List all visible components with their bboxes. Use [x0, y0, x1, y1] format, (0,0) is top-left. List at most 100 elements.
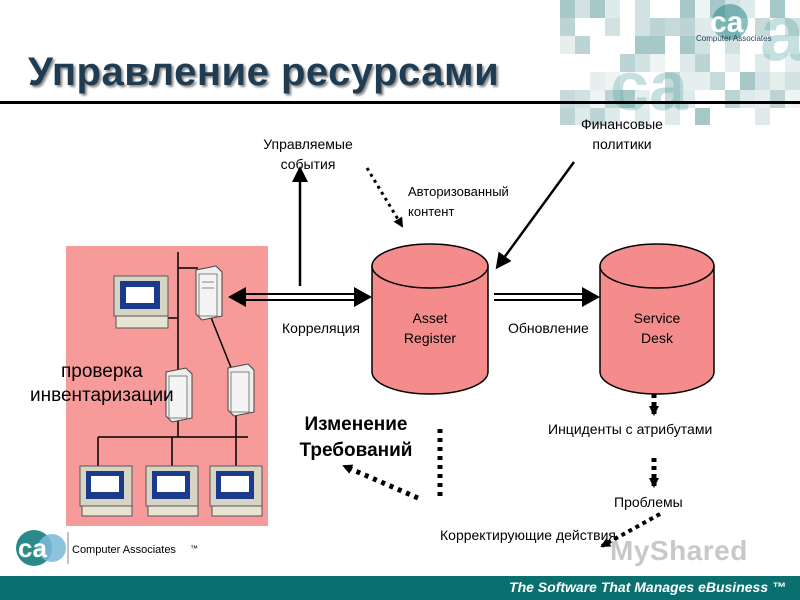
svg-text:ca: ca	[18, 533, 47, 563]
mosaic-tile	[620, 54, 635, 72]
incidents-label: Инциденты с атрибутами	[548, 421, 713, 437]
mosaic-tile	[755, 108, 770, 125]
asset-register-label: Register	[403, 330, 457, 346]
mosaic-tile	[575, 108, 590, 125]
mosaic-tile	[560, 0, 575, 18]
footer-bar: The Software That Manages eBusiness ™	[0, 576, 800, 600]
title-divider	[0, 101, 800, 104]
mosaic-tile	[590, 72, 605, 90]
service-desk-cylinder	[599, 243, 715, 395]
managed-events-label: Управляемые	[263, 136, 353, 152]
mosaic-tile	[665, 108, 680, 125]
authorized-content-label: Авторизованный	[408, 184, 509, 199]
inventory-check-label: инвентаризации	[30, 385, 174, 406]
ca-logo-bottom: ca Computer Associates ™	[16, 530, 198, 566]
mosaic-tile	[635, 18, 650, 36]
mosaic-tile	[605, 18, 620, 36]
mosaic-tile	[560, 18, 575, 36]
financial-policies-label: политики	[592, 136, 652, 152]
financial-policies-label: Финансовые	[581, 116, 663, 132]
mosaic-tile	[590, 0, 605, 18]
corrective-actions-label: Корректирующие действия	[440, 527, 616, 543]
change-requirements-label: Изменение	[304, 414, 408, 435]
update-label: Обновление	[508, 320, 589, 336]
mosaic-tile	[680, 54, 695, 72]
mosaic-tile	[755, 18, 770, 36]
managed-events-label: события	[280, 156, 336, 172]
mosaic-tile	[605, 72, 620, 90]
mosaic-tile	[590, 108, 605, 125]
mosaic-tile	[785, 18, 800, 36]
mosaic-tile	[725, 54, 740, 72]
mosaic-tile	[710, 72, 725, 90]
asset-register-cylinder	[371, 243, 489, 395]
bottom-brand-trademark: ™	[190, 544, 198, 553]
mosaic-tile	[635, 108, 650, 125]
mosaic-tile	[665, 18, 680, 36]
authorized-content-label: контент	[408, 204, 455, 219]
problems-label: Проблемы	[614, 494, 683, 510]
workstation-icon	[145, 465, 199, 517]
authorized-content-arrow	[365, 167, 404, 228]
workstation-icon	[209, 465, 263, 517]
service-desk-label: Service	[633, 310, 681, 326]
mosaic-tile	[755, 72, 770, 90]
correlation-arrow	[228, 287, 372, 307]
mosaic-tile	[695, 18, 710, 36]
header-mosaic-decoration	[560, 0, 800, 125]
mosaic-tile	[635, 36, 650, 54]
server-icon	[227, 363, 255, 417]
svg-text:ca: ca	[610, 47, 689, 120]
mosaic-tile	[695, 36, 710, 54]
svg-text:a: a	[760, 0, 800, 77]
correlation-label: Корреляция	[282, 320, 361, 336]
footer-tagline: The Software That Manages eBusiness ™	[509, 579, 786, 595]
mosaic-tile	[575, 0, 590, 18]
mosaic-tile	[650, 18, 665, 36]
problems-to-corrective-arrow	[600, 512, 661, 548]
service-desk-label: Desk	[641, 330, 673, 346]
financial-policies-arrow	[495, 161, 576, 270]
mosaic-tile	[770, 0, 785, 18]
mosaic-tile	[785, 54, 800, 72]
mosaic-tile	[740, 72, 755, 90]
mosaic-tile	[755, 54, 770, 72]
mosaic-tile	[680, 0, 695, 18]
mosaic-tile	[770, 72, 785, 90]
mosaic-tile	[605, 108, 620, 125]
mosaic-tile	[635, 54, 650, 72]
inventory-check-label: проверка	[60, 361, 143, 382]
server-icon	[165, 367, 193, 423]
mosaic-tile	[680, 18, 695, 36]
mosaic-tile	[785, 72, 800, 90]
mosaic-tile	[560, 108, 575, 125]
update-arrow	[494, 287, 600, 307]
mosaic-tile	[665, 72, 680, 90]
mosaic-tile	[575, 36, 590, 54]
mosaic-tile	[695, 0, 710, 18]
workstation-icon	[113, 275, 169, 329]
svg-text:ca: ca	[710, 6, 744, 39]
mosaic-tile	[650, 54, 665, 72]
change-requirements-label: Требований	[299, 440, 413, 461]
asset-register-label: Asset	[412, 310, 448, 326]
top-brand-text: Computer Associates	[696, 34, 772, 43]
mosaic-tile	[605, 0, 620, 18]
mosaic-tile	[695, 108, 710, 125]
mosaic-tile	[650, 36, 665, 54]
mosaic-tile	[560, 36, 575, 54]
watermark-text: MyShared	[610, 535, 748, 566]
mosaic-tile	[680, 72, 695, 90]
mosaic-tile	[635, 0, 650, 18]
workstation-icon	[79, 465, 133, 517]
mosaic-tile	[695, 54, 710, 72]
corrective-to-change-arrow	[342, 463, 419, 501]
ca-logo-top: ca a ca Computer Associates	[610, 0, 800, 120]
mosaic-tile	[725, 36, 740, 54]
server-icon	[195, 265, 223, 321]
mosaic-tile	[695, 72, 710, 90]
bottom-brand-text: Computer Associates	[72, 544, 176, 556]
mosaic-tile	[680, 36, 695, 54]
slide-title: Управление ресурсами	[28, 50, 500, 94]
